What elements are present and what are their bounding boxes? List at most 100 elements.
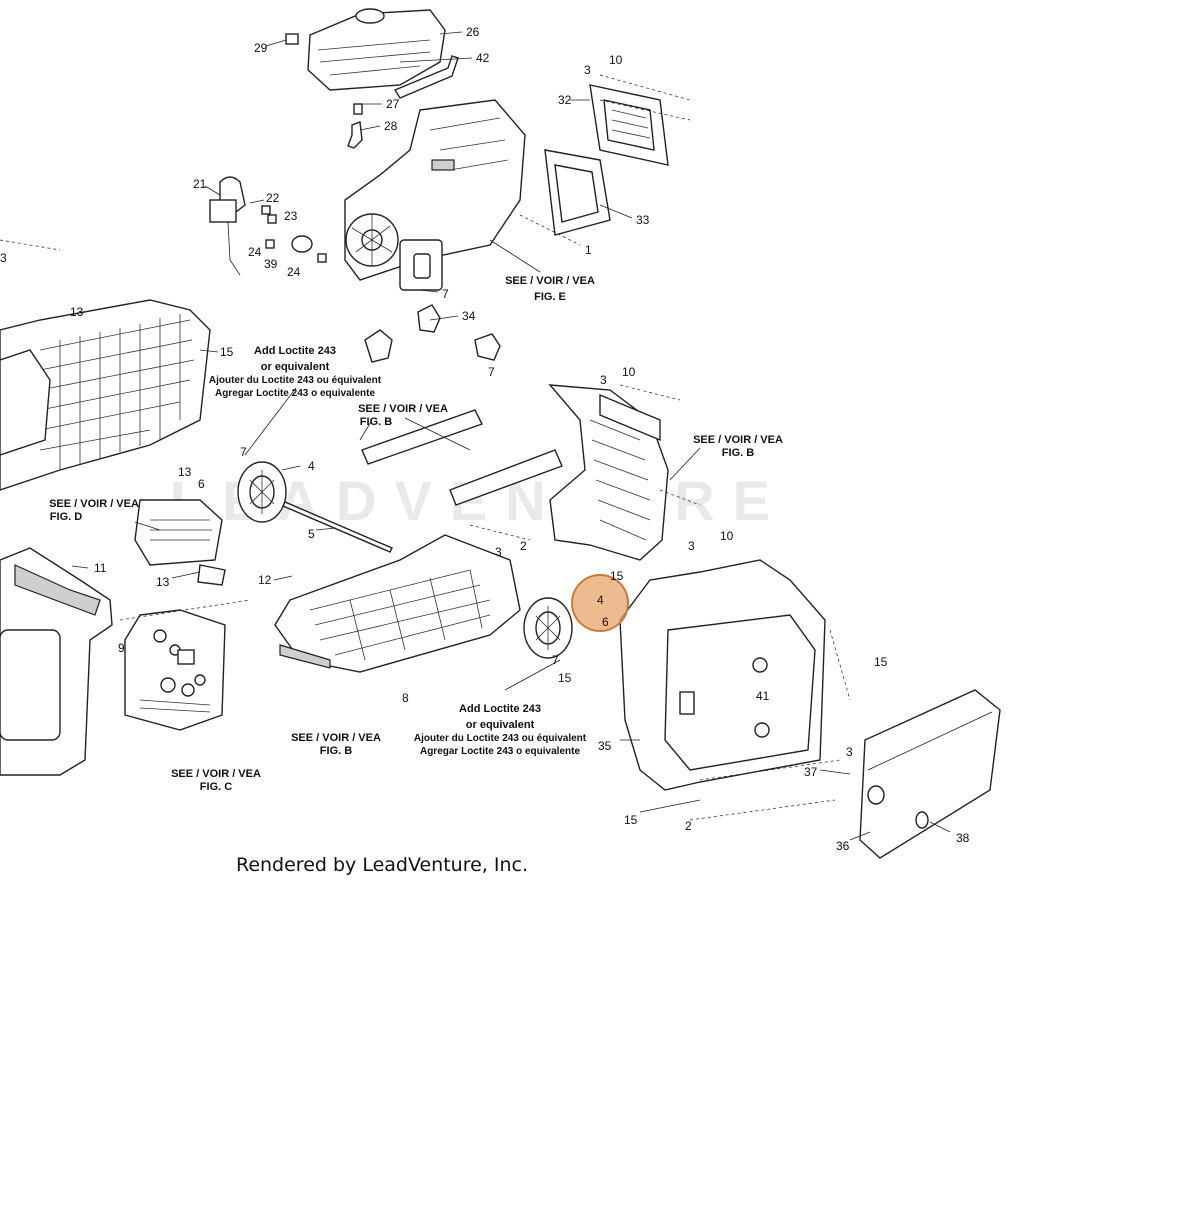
callout[interactable]: 3 bbox=[495, 545, 502, 559]
see-fig-c[interactable]: SEE / VOIR / VEA FIG. C bbox=[171, 768, 261, 793]
callout[interactable]: 4 bbox=[308, 459, 315, 473]
highlight-label: 4 bbox=[597, 593, 604, 607]
callout[interactable]: 1 bbox=[585, 243, 592, 257]
callout[interactable]: 2 bbox=[685, 819, 692, 833]
callout[interactable]: 13 bbox=[70, 305, 84, 319]
svg-text:SEE / VOIR / VEA: SEE / VOIR / VEA bbox=[171, 768, 261, 780]
callout[interactable]: 36 bbox=[836, 839, 850, 853]
callout[interactable]: 28 bbox=[384, 119, 398, 133]
callout[interactable]: 10 bbox=[622, 365, 636, 379]
callout[interactable]: 23 bbox=[284, 209, 298, 223]
callout[interactable]: 7 bbox=[240, 445, 247, 459]
callout[interactable]: 39 bbox=[264, 257, 278, 271]
svg-text:Add Loctite 243: Add Loctite 243 bbox=[254, 345, 336, 357]
callout[interactable]: 27 bbox=[386, 97, 400, 111]
callout[interactable]: 15 bbox=[874, 655, 888, 669]
svg-text:SEE / VOIR / VEA: SEE / VOIR / VEA bbox=[358, 403, 448, 415]
callout[interactable]: 3 bbox=[846, 745, 853, 759]
wheel-right bbox=[523, 597, 573, 659]
svg-text:Ajouter du Loctite 243 ou équi: Ajouter du Loctite 243 ou équivalent bbox=[414, 733, 587, 744]
callout[interactable]: 41 bbox=[756, 689, 770, 703]
see-fig-b-base[interactable]: SEE / VOIR / VEA FIG. B bbox=[291, 732, 381, 757]
callout[interactable]: 21 bbox=[193, 177, 207, 191]
callout[interactable]: 26 bbox=[466, 25, 480, 39]
callout[interactable]: 7 bbox=[552, 653, 559, 667]
see-fig-e[interactable]: SEE / VOIR / VEA FIG. E bbox=[505, 275, 595, 303]
loctite-note-bottom: Add Loctite 243 or equivalent Ajouter du… bbox=[414, 703, 587, 757]
callout[interactable]: 29 bbox=[254, 41, 268, 55]
front-panel-housing bbox=[0, 547, 113, 776]
svg-text:Agregar Loctite 243 o equivale: Agregar Loctite 243 o equivalente bbox=[215, 388, 375, 399]
axle bbox=[282, 501, 393, 553]
svg-text:SEE / VOIR / VEA: SEE / VOIR / VEA bbox=[693, 434, 783, 446]
callout[interactable]: 3 bbox=[600, 373, 607, 387]
see-fig-d[interactable]: SEE / VOIR / VEA FIG. D bbox=[49, 498, 139, 523]
callout[interactable]: 6 bbox=[198, 477, 205, 491]
svg-text:FIG. D: FIG. D bbox=[50, 511, 82, 523]
callout[interactable]: 9 bbox=[118, 641, 125, 655]
fuel-tank bbox=[285, 8, 459, 99]
callout[interactable]: 13 bbox=[178, 465, 192, 479]
inverter-module bbox=[134, 499, 226, 586]
right-side-cover bbox=[619, 559, 826, 791]
svg-text:Add Loctite 243: Add Loctite 243 bbox=[459, 703, 541, 715]
callout[interactable]: 35 bbox=[598, 739, 612, 753]
callout[interactable]: 37 bbox=[804, 765, 818, 779]
fuel-valve-assembly bbox=[209, 176, 327, 276]
base-frame bbox=[274, 534, 521, 673]
access-door bbox=[859, 689, 1001, 859]
callout[interactable]: 38 bbox=[956, 831, 970, 845]
callout[interactable]: 11 bbox=[94, 561, 107, 575]
callout[interactable]: 32 bbox=[558, 93, 572, 107]
callout[interactable]: 15 bbox=[558, 671, 572, 685]
callout[interactable]: 10 bbox=[609, 53, 623, 67]
engine-mount-brackets bbox=[364, 304, 501, 363]
highlight-sublabel: 6 bbox=[602, 615, 609, 629]
callout[interactable]: 8 bbox=[402, 691, 409, 705]
svg-text:Agregar Loctite 243 o equivale: Agregar Loctite 243 o equivalente bbox=[420, 746, 580, 757]
svg-text:FIG. B: FIG. B bbox=[360, 416, 392, 428]
callout[interactable]: 42 bbox=[476, 51, 490, 65]
callout[interactable]: 24 bbox=[287, 265, 301, 279]
leader-lines bbox=[71, 31, 951, 841]
svg-text:FIG. B: FIG. B bbox=[722, 447, 754, 459]
callout[interactable]: 12 bbox=[258, 573, 272, 587]
svg-text:SEE / VOIR / VEA: SEE / VOIR / VEA bbox=[49, 498, 139, 510]
callout[interactable]: 13 bbox=[156, 575, 170, 589]
callout[interactable]: 15 bbox=[220, 345, 234, 359]
see-fig-b-tube[interactable]: SEE / VOIR / VEA FIG. B bbox=[358, 403, 448, 428]
callout[interactable]: 2 bbox=[520, 539, 527, 553]
handle-tube bbox=[361, 409, 563, 506]
highlight-marker[interactable] bbox=[571, 574, 629, 632]
callout[interactable]: 3 bbox=[0, 251, 7, 265]
callout[interactable]: 33 bbox=[636, 213, 650, 227]
svg-text:Ajouter du Loctite 243 ou équi: Ajouter du Loctite 243 ou équivalent bbox=[209, 375, 382, 386]
callout[interactable]: 7 bbox=[488, 365, 495, 379]
callout[interactable]: 15 bbox=[624, 813, 638, 827]
svg-text:SEE / VOIR / VEA: SEE / VOIR / VEA bbox=[505, 275, 595, 287]
loctite-note-top: Add Loctite 243 or equivalent Ajouter du… bbox=[209, 345, 382, 399]
callout[interactable]: 10 bbox=[720, 529, 734, 543]
callout[interactable]: 34 bbox=[462, 309, 476, 323]
svg-text:or equivalent: or equivalent bbox=[466, 719, 535, 731]
svg-text:FIG. E: FIG. E bbox=[534, 291, 566, 303]
engine-assembly bbox=[344, 99, 526, 291]
fuel-fittings bbox=[347, 103, 363, 149]
see-fig-b-frame[interactable]: SEE / VOIR / VEA FIG. B bbox=[693, 434, 783, 459]
callout[interactable]: 3 bbox=[688, 539, 695, 553]
callout[interactable]: 7 bbox=[442, 287, 449, 301]
air-intake-panel bbox=[544, 84, 669, 236]
callout[interactable]: 5 bbox=[308, 527, 315, 541]
frame-rear bbox=[548, 384, 669, 561]
left-side-cover bbox=[0, 299, 211, 491]
control-panel bbox=[124, 609, 226, 731]
svg-text:or equivalent: or equivalent bbox=[261, 361, 330, 373]
callout[interactable]: 24 bbox=[248, 245, 262, 259]
wheel-left bbox=[237, 461, 287, 523]
callout[interactable]: 3 bbox=[584, 63, 591, 77]
highlight-top-label: 15 bbox=[610, 569, 624, 583]
callout[interactable]: 22 bbox=[266, 191, 280, 205]
svg-text:FIG. B: FIG. B bbox=[320, 745, 352, 757]
